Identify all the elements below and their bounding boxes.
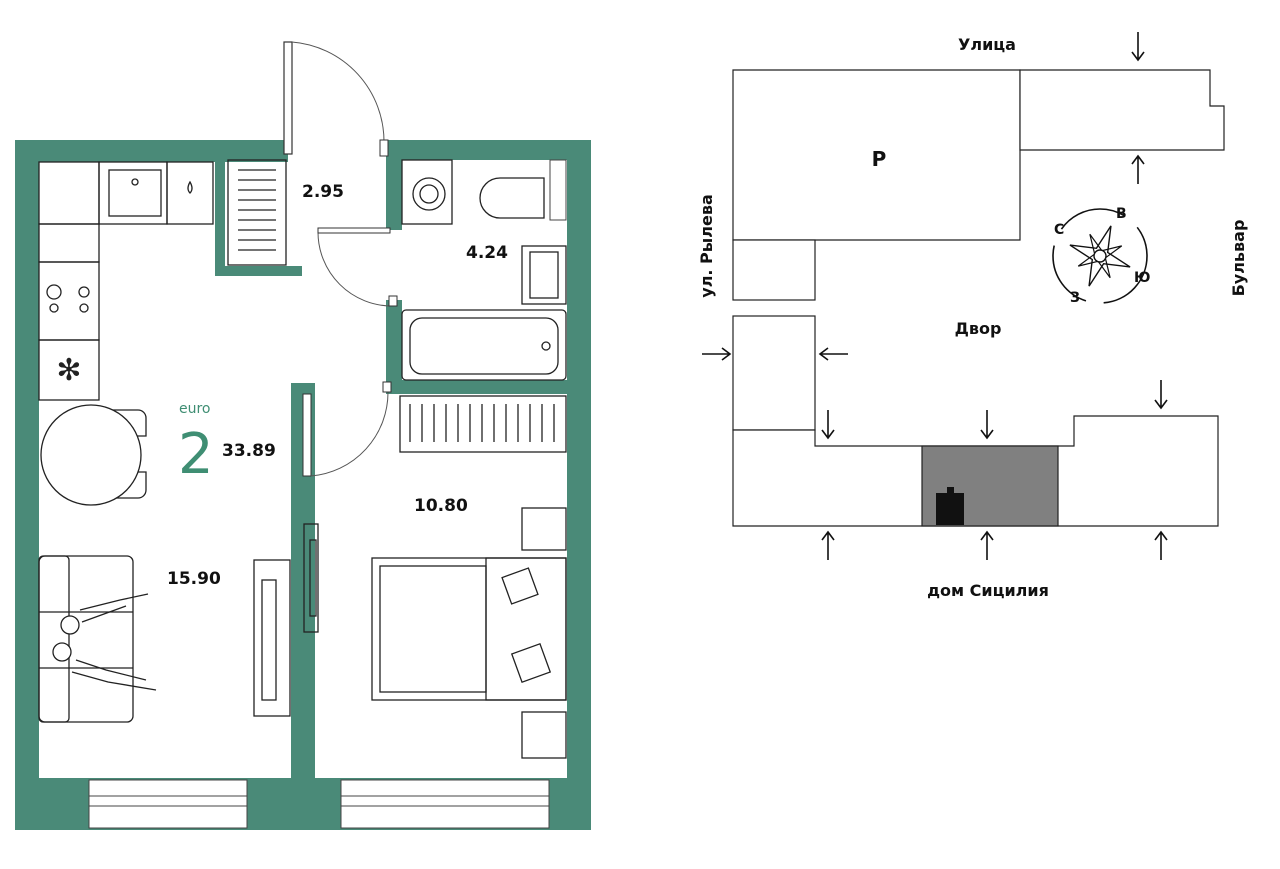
washing-machine <box>401 159 453 225</box>
snowflake-icon: ✻ <box>56 354 81 387</box>
top-right-building <box>1019 69 1225 151</box>
arrow-right-icon <box>702 347 732 361</box>
arrow-down-icon <box>821 410 835 440</box>
entrance-door <box>283 41 389 157</box>
windows <box>88 159 567 829</box>
kitchen-counter: ✻ <box>38 161 214 401</box>
compass-south: Ю <box>1134 270 1150 286</box>
arrow-down-icon <box>980 410 994 440</box>
arrow-up-icon <box>1154 530 1168 560</box>
stove <box>38 261 100 341</box>
apartment-plan: ✻ <box>15 41 591 830</box>
arrow-up-icon <box>980 530 994 560</box>
bedroom-radiator <box>399 395 567 453</box>
dining-table <box>40 404 147 506</box>
street-left-label: ул. Рылева <box>697 194 716 297</box>
street-top-label: Улица <box>958 35 1016 54</box>
nightstands <box>521 507 567 759</box>
bathroom-fixtures <box>401 159 567 381</box>
building-label: дом Сицилия <box>927 581 1049 600</box>
site-plan: P Улица Двор дом Сицилия ул. Рылева Буль… <box>697 32 1248 600</box>
hall-radiator <box>227 159 287 266</box>
arrow-down-icon <box>1154 380 1168 410</box>
hall-door <box>317 227 398 307</box>
sofa <box>38 555 157 723</box>
total-area: 33.89 <box>222 441 276 461</box>
bedroom-door <box>302 381 392 477</box>
bedroom-area: 10.80 <box>414 496 468 516</box>
compass-east: В <box>1116 206 1127 222</box>
bathroom-area: 4.24 <box>466 243 508 263</box>
sink <box>521 245 567 305</box>
hall-area: 2.95 <box>302 182 344 202</box>
fridge <box>38 339 100 401</box>
arrow-up-icon <box>1131 154 1145 184</box>
parking-building <box>732 69 1021 241</box>
rooms-count: 2 <box>178 422 214 487</box>
street-right-label: Бульвар <box>1229 220 1248 297</box>
apartment-type-prefix: euro <box>179 401 211 417</box>
kitchen-living-area: 15.90 <box>167 569 221 589</box>
arrow-left-icon <box>818 347 848 361</box>
arrow-down-icon <box>1131 32 1145 62</box>
compass-rose: С В Ю З <box>1052 206 1150 306</box>
tv-stand <box>253 523 319 717</box>
parking-label: P <box>872 147 887 171</box>
compass-north: С <box>1054 222 1064 238</box>
bed <box>371 557 567 701</box>
arrow-up-icon <box>821 530 835 560</box>
bathtub <box>401 309 567 381</box>
toilet <box>479 177 545 219</box>
yard-label: Двор <box>955 319 1002 338</box>
compass-west: З <box>1070 290 1080 306</box>
access-arrows <box>702 32 1168 560</box>
current-apartment-marker <box>936 487 964 525</box>
